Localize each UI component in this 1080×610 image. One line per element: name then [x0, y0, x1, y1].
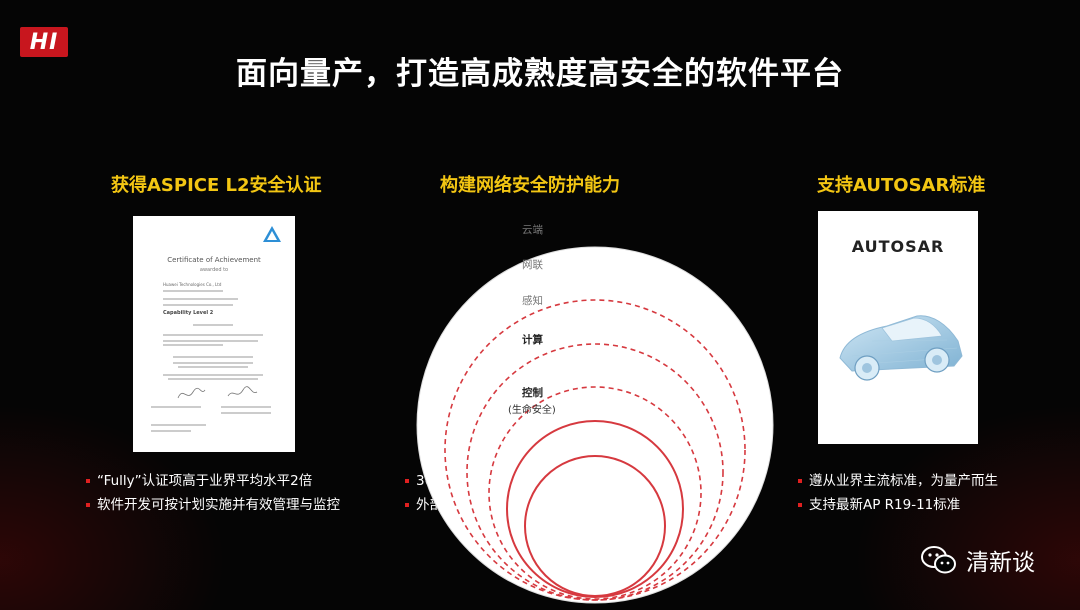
- security-section-title: 构建网络安全防护能力: [440, 175, 620, 196]
- hi-logo-text: HI: [29, 29, 59, 55]
- certificate-line: [163, 290, 223, 292]
- certificate-line: [163, 340, 258, 342]
- list-item: 软件开发可按计划实施并有效管理与监控: [86, 493, 340, 517]
- certificate-level: Capability Level 2: [163, 310, 214, 316]
- aspice-certificate: Certificate of Achievement awarded to Hu…: [133, 216, 295, 452]
- list-item: “Fully”认证项高于业界平均水平2倍: [86, 469, 340, 493]
- bullet-dot-icon: [798, 503, 802, 507]
- aspice-section-title: 获得ASPICE L2安全认证: [111, 175, 322, 196]
- certificate-line: [173, 356, 253, 358]
- certificate-line: [151, 406, 201, 408]
- certificate-line: [193, 324, 233, 326]
- bullet-dot-icon: [405, 503, 409, 507]
- autosar-section-title: 支持AUTOSAR标准: [817, 175, 986, 196]
- bullet-dot-icon: [798, 479, 802, 483]
- security-layers-diagram: [416, 246, 774, 604]
- certificate-heading: Certificate of Achievement: [167, 256, 261, 264]
- bullet-dot-icon: [86, 503, 90, 507]
- certificate-line: [221, 406, 271, 408]
- inner-layer-circle: [524, 455, 666, 597]
- certificate-line: [173, 362, 253, 364]
- certificate-line: [168, 378, 258, 380]
- tuv-logo-icon: [263, 226, 281, 242]
- layer-sub-safety: (生命安全): [508, 405, 556, 416]
- certificate-line: [151, 424, 206, 426]
- certificate-line: [163, 304, 233, 306]
- layer-label-control: 控制: [522, 387, 543, 399]
- autosar-bullets: 遵从业界主流标准，为量产而生 支持最新AP R19-11标准: [798, 469, 998, 517]
- list-item: 支持最新AP R19-11标准: [798, 493, 998, 517]
- certificate-line: [163, 374, 263, 376]
- cloud-layer-circle: [416, 246, 774, 604]
- layer-label-cloud: 云端: [522, 224, 543, 236]
- layer-label-compute: 计算: [522, 334, 543, 346]
- bullet-dot-icon: [86, 479, 90, 483]
- car-wireframe-icon: [839, 315, 963, 381]
- certificate-line: [151, 430, 191, 432]
- bullet-dot-icon: [405, 479, 409, 483]
- autosar-card: AUTOSAR: [818, 211, 978, 444]
- page-title: 面向量产，打造高成熟度高安全的软件平台: [236, 56, 844, 92]
- aspice-bullets: “Fully”认证项高于业界平均水平2倍 软件开发可按计划实施并有效管理与监控: [86, 469, 340, 517]
- wechat-watermark: 清新谈: [920, 543, 1035, 577]
- certificate-line: [163, 298, 238, 300]
- certificate-line: [221, 412, 271, 414]
- layer-label-network: 网联: [522, 259, 543, 271]
- hi-logo: HI: [20, 27, 68, 57]
- autosar-logo: AUTOSAR: [851, 237, 945, 256]
- watermark-text: 清新谈: [966, 550, 1035, 576]
- certificate-sub: awarded to: [199, 267, 229, 273]
- compute-layer-circle: [488, 386, 702, 600]
- perception-layer-circle: [466, 343, 724, 601]
- signature-icon: [177, 386, 258, 399]
- certificate-line: [178, 366, 248, 368]
- certificate-line: [163, 344, 223, 346]
- wechat-icon: [921, 546, 956, 574]
- layer-label-perception: 感知: [522, 295, 543, 307]
- certificate-line: [163, 334, 263, 336]
- list-item: 遵从业界主流标准，为量产而生: [798, 469, 998, 493]
- certificate-company: Huawei Technologies Co., Ltd: [163, 282, 222, 287]
